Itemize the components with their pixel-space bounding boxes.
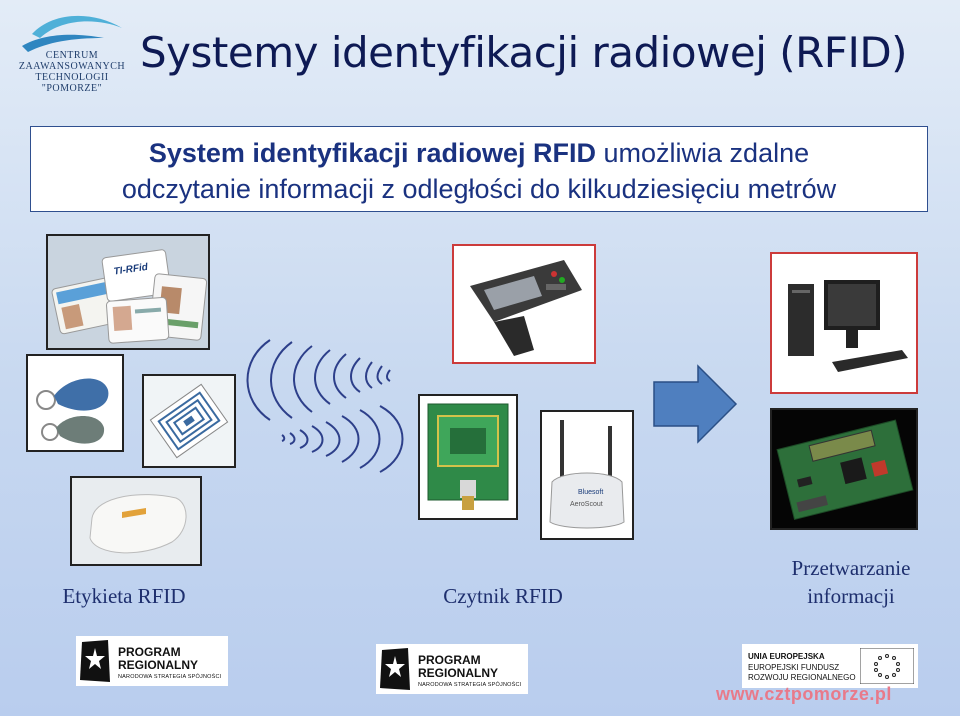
program-2-line-1: PROGRAM: [418, 653, 481, 667]
program-line-3: NARODOWA STRATEGIA SPÓJNOŚCI: [118, 674, 222, 680]
eu-line-3: ROZWOJU REGIONALNEGO: [748, 673, 856, 682]
program-line-2: REGIONALNY: [118, 658, 199, 672]
logo-swoosh-icon: [22, 15, 122, 52]
rfid-tag-device-image: [70, 476, 202, 566]
eu-flag-icon: [860, 648, 914, 684]
access-point-brand-2: AeroScout: [570, 501, 603, 508]
handheld-reader-image: [452, 244, 596, 364]
reader-board-image: [418, 394, 518, 520]
program-2-line-2: REGIONALNY: [418, 666, 499, 680]
arrow-right-icon: [653, 364, 738, 444]
page-title: Systemy identyfikacji radiowej (RFID): [140, 28, 908, 77]
access-point-brand: Bluesoft: [578, 489, 603, 496]
access-point-image: Bluesoft AeroScout: [540, 410, 634, 540]
program-regionalny-logo: PROGRAM REGIONALNY NARODOWA STRATEGIA SP…: [76, 636, 228, 686]
rfid-sticker-image: [142, 374, 236, 468]
info-box: System identyfikacji radiowej RFID umożl…: [30, 126, 928, 212]
logo-line: TECHNOLOGII: [35, 72, 109, 83]
eu-fund-logo: UNIA EUROPEJSKA EUROPEJSKI FUNDUSZ ROZWO…: [742, 644, 918, 688]
eu-line-1: UNIA EUROPEJSKA: [748, 652, 825, 661]
info-line-1: System identyfikacji radiowej RFID umożl…: [31, 135, 927, 171]
logo-line: "POMORZE": [41, 83, 103, 94]
logo-line: ZAAWANSOWANYCH: [18, 61, 126, 72]
cztp-logo: CENTRUM ZAAWANSOWANYCH TECHNOLOGII "POMO…: [12, 8, 132, 96]
info-bold-text: System identyfikacji radiowej RFID: [148, 138, 597, 168]
star-map-icon: [80, 640, 110, 682]
caption-reader: Czytnik RFID: [443, 584, 563, 608]
computer-image: [770, 252, 918, 394]
logo-line: CENTRUM: [45, 50, 99, 61]
caption-processing-line-2: informacji: [807, 584, 895, 608]
program-regionalny-logo-2: PROGRAM REGIONALNY NARODOWA STRATEGIA SP…: [376, 644, 528, 694]
rfid-cards-image: TI-RFid: [46, 234, 210, 350]
caption-tag: Etykieta RFID: [62, 584, 186, 608]
info-line-2: odczytanie informacji z odległości do ki…: [121, 174, 837, 204]
circuit-board-image: [770, 408, 918, 530]
program-line-1: PROGRAM: [118, 645, 181, 659]
cards-brand-label: TI-RFid: [113, 262, 150, 278]
key-fob-image: [26, 354, 124, 452]
eu-line-2: EUROPEJSKI FUNDUSZ: [748, 663, 840, 672]
program-2-line-3: NARODOWA STRATEGIA SPÓJNOŚCI: [418, 682, 522, 688]
caption-processing: Przetwarzanie informacji: [770, 554, 932, 610]
website-url[interactable]: www.cztpomorze.pl: [716, 684, 892, 704]
star-map-icon: [380, 648, 410, 690]
caption-processing-line-1: Przetwarzanie: [791, 556, 911, 580]
info-regular-text: umożliwia zdalne: [596, 138, 810, 168]
radio-waves-icon: [246, 339, 404, 473]
